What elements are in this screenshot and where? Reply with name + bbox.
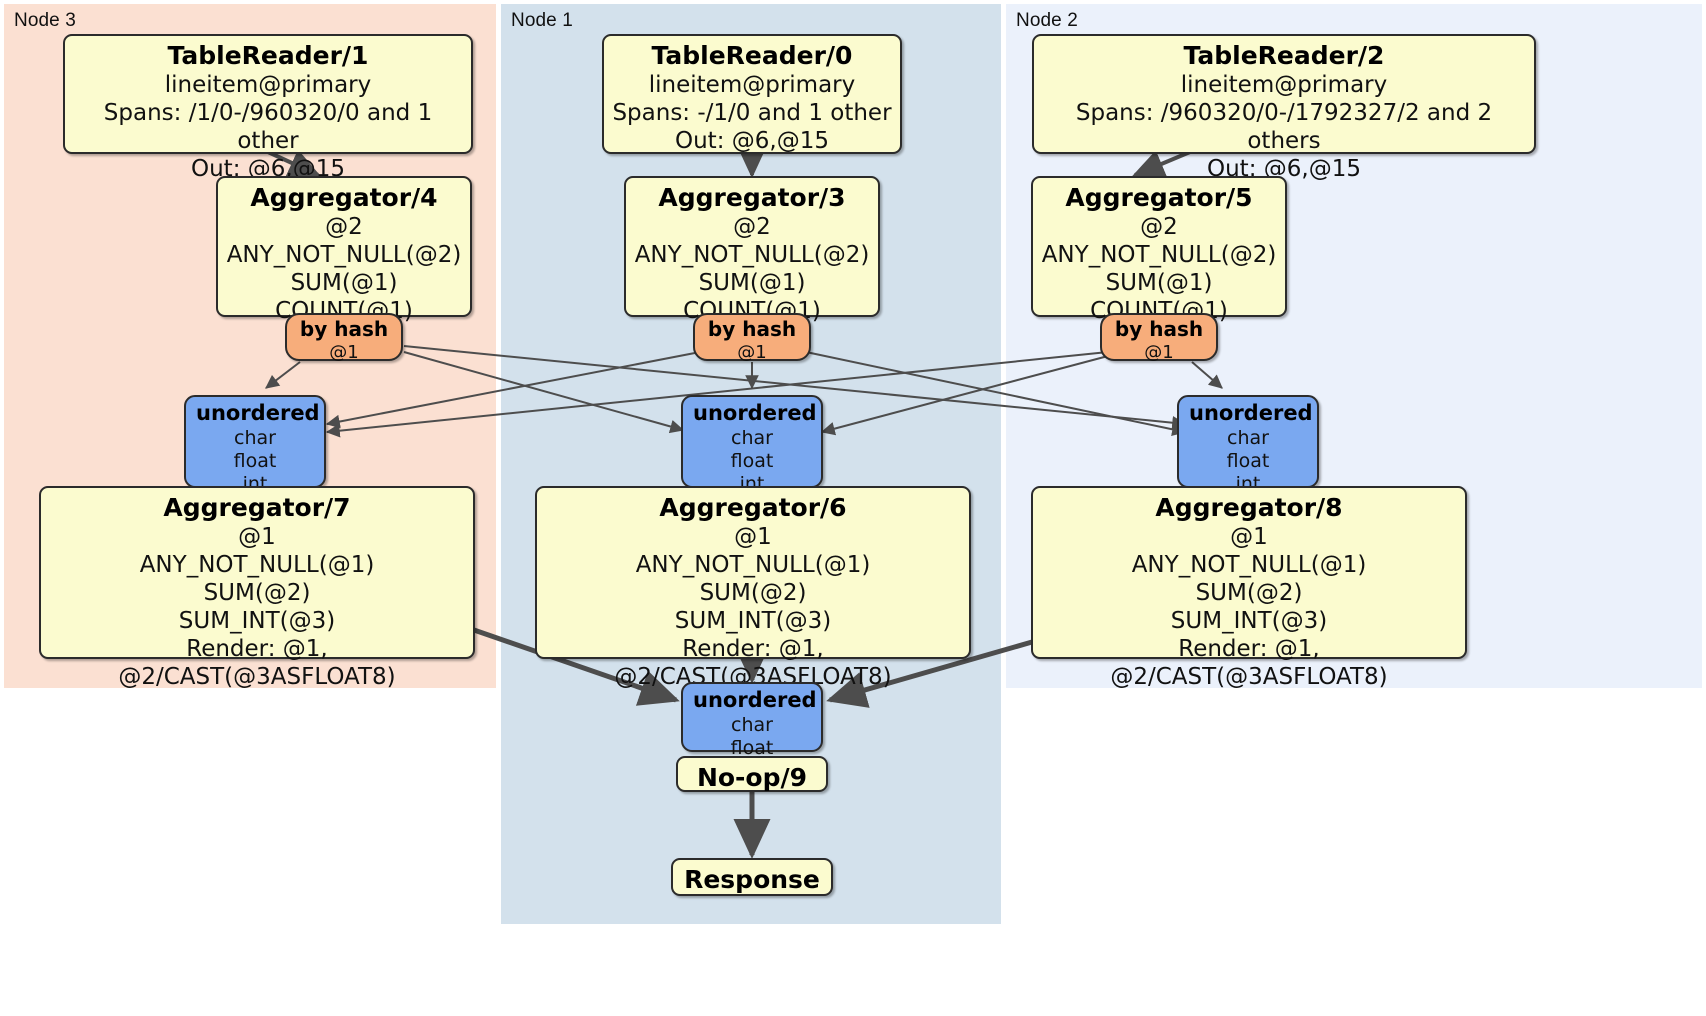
synchronizer-title: unordered [693,688,817,712]
processor-title: Aggregator/4 [250,183,438,212]
processor-detail-line: SUM(@2) [1195,580,1303,606]
processor-title: Aggregator/7 [163,493,351,522]
processor-detail-line: @1 [1230,524,1268,550]
processor-render-line: Render: @1, @2/CAST(@3ASFLOAT8) [1110,636,1388,690]
processor-detail-line: @2 [325,214,363,240]
processor-aggregator-5[interactable]: Aggregator/5 @2 ANY_NOT_NULL(@2) SUM(@1)… [1031,176,1287,324]
region-node-2-label: Node 2 [1016,10,1078,31]
synchronizer-type-line: char [731,714,773,736]
processor-detail-line: @1 [238,524,276,550]
router-by-hash-left[interactable]: by hash @1 [285,313,403,363]
processor-detail-line: SUM_INT(@3) [674,608,832,634]
processor-title: Aggregator/8 [1155,493,1343,522]
processor-detail-line: ANY_NOT_NULL(@1) [139,552,375,578]
synchronizer-type-line: char [731,427,773,449]
processor-detail-line: SUM_INT(@3) [1170,608,1328,634]
processor-title: No-op/9 [696,763,808,792]
processor-detail-line: SUM(@2) [203,580,311,606]
processor-aggregator-4[interactable]: Aggregator/4 @2 ANY_NOT_NULL(@2) SUM(@1)… [216,176,472,324]
processor-detail-line: ANY_NOT_NULL(@2) [634,242,870,268]
processor-tablereader-2[interactable]: TableReader/2 lineitem@primary Spans: /9… [1032,34,1536,182]
processor-detail-line: Spans: -/1/0 and 1 other [612,100,892,126]
processor-detail-line: ANY_NOT_NULL(@2) [226,242,462,268]
region-node-1-label: Node 1 [511,10,573,31]
processor-tablereader-1[interactable]: TableReader/1 lineitem@primary Spans: /1… [63,34,473,182]
router-detail-line: @1 [329,342,359,363]
processor-aggregator-7[interactable]: Aggregator/7 @1 ANY_NOT_NULL(@1) SUM(@2)… [39,486,475,690]
processor-detail-line: ANY_NOT_NULL(@1) [1131,552,1367,578]
region-node-3-label: Node 3 [14,10,76,31]
processor-no-op-9[interactable]: No-op/9 [676,756,828,792]
processor-detail-line: SUM(@2) [699,580,807,606]
processor-detail-line: Spans: /1/0-/960320/0 and 1 other [103,100,433,154]
synchronizer-unordered-right[interactable]: unordered char float int [1177,395,1319,495]
synchronizer-unordered-left[interactable]: unordered char float int [184,395,326,495]
synchronizer-type-line: char [234,427,276,449]
processor-render-line: Render: @1, @2/CAST(@3ASFLOAT8) [118,636,396,690]
processor-title: TableReader/1 [167,41,369,70]
router-detail-line: @1 [1144,342,1174,363]
processor-detail-line: lineitem@primary [164,72,372,98]
processor-title: Aggregator/3 [658,183,846,212]
synchronizer-type-line: float [233,450,277,472]
synchronizer-type-line: float [730,737,774,759]
router-by-hash-middle[interactable]: by hash @1 [693,313,811,363]
processor-detail-line: @2 [1140,214,1178,240]
synchronizer-type-line: char [1227,427,1269,449]
router-title: by hash [299,317,389,341]
synchronizer-type-line: float [730,450,774,472]
router-by-hash-right[interactable]: by hash @1 [1100,313,1218,363]
synchronizer-title: unordered [196,401,320,425]
router-title: by hash [707,317,797,341]
processor-detail-line: Out: @6,@15 [675,128,829,154]
processor-tablereader-0[interactable]: TableReader/0 lineitem@primary Spans: -/… [602,34,902,154]
processor-detail-line: ANY_NOT_NULL(@2) [1041,242,1277,268]
processor-detail-line: lineitem@primary [1180,72,1388,98]
processor-detail-line: ANY_NOT_NULL(@1) [635,552,871,578]
processor-detail-line: @1 [734,524,772,550]
processor-detail-line: @2 [733,214,771,240]
processor-title: TableReader/0 [651,41,853,70]
processor-detail-line: Spans: /960320/0-/1792327/2 and 2 others [1075,100,1493,154]
processor-detail-line: SUM(@1) [290,270,398,296]
synchronizer-unordered-final[interactable]: unordered char float [681,682,823,759]
processor-title: Aggregator/6 [659,493,847,522]
processor-response[interactable]: Response [671,858,833,896]
processor-detail-line: SUM_INT(@3) [178,608,336,634]
synchronizer-title: unordered [693,401,817,425]
synchronizer-unordered-middle[interactable]: unordered char float int [681,395,823,495]
synchronizer-type-line: float [1226,450,1270,472]
processor-title: Response [684,865,820,894]
processor-aggregator-8[interactable]: Aggregator/8 @1 ANY_NOT_NULL(@1) SUM(@2)… [1031,486,1467,690]
processor-title: Aggregator/5 [1065,183,1253,212]
router-detail-line: @1 [737,342,767,363]
router-title: by hash [1114,317,1204,341]
synchronizer-title: unordered [1189,401,1313,425]
processor-title: TableReader/2 [1183,41,1385,70]
processor-aggregator-6[interactable]: Aggregator/6 @1 ANY_NOT_NULL(@1) SUM(@2)… [535,486,971,690]
processor-detail-line: SUM(@1) [1105,270,1213,296]
processor-detail-line: lineitem@primary [648,72,856,98]
processor-detail-line: SUM(@1) [698,270,806,296]
processor-aggregator-3[interactable]: Aggregator/3 @2 ANY_NOT_NULL(@2) SUM(@1)… [624,176,880,324]
